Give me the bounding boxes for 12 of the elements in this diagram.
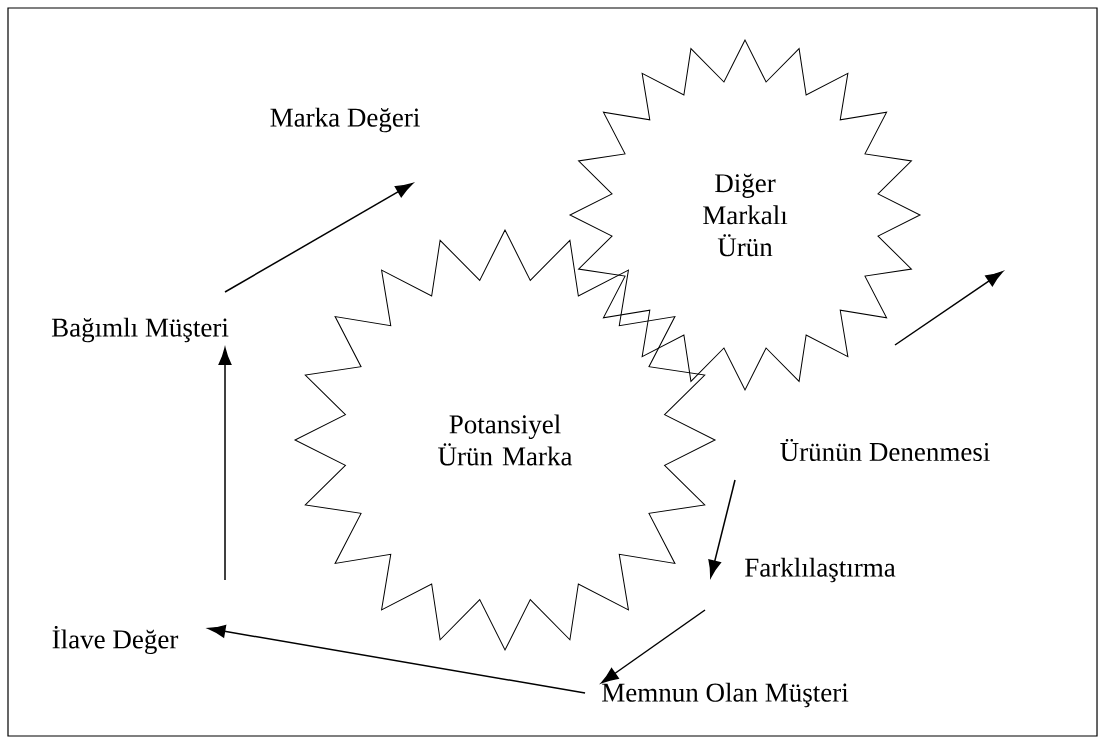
text-label: Marka Değeri [270, 107, 420, 133]
arrow [208, 624, 586, 694]
arrow [708, 479, 736, 578]
text-label: Memnun Olan Müşteri [602, 682, 849, 708]
text-label: Ürünün Denenmesi [780, 438, 990, 462]
text-label: Bağımlı Müşteri [51, 317, 229, 343]
text-label: İlave Değer [52, 625, 179, 655]
text-label: Farklılaştırma [745, 557, 896, 583]
arrow [894, 271, 1004, 346]
arrow [224, 182, 413, 293]
arrow [218, 347, 232, 581]
arrow [601, 609, 706, 684]
